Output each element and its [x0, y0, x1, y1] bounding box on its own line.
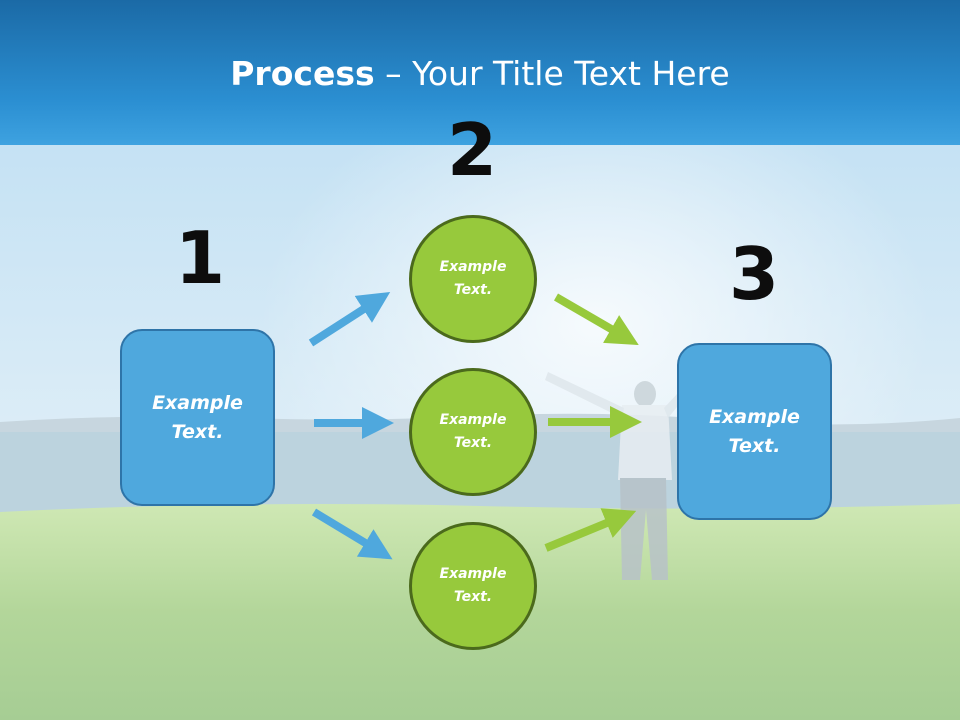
step-2-label-top: Example Text. [439, 259, 507, 298]
figure-silhouette [545, 372, 695, 580]
step-1-label: Example Text. [152, 391, 243, 443]
title-rest: – Your Title Text Here [374, 54, 730, 93]
step-2-circle-middle: Example Text. [409, 368, 537, 496]
title-bar [0, 0, 960, 145]
step-number-3: 3 [728, 232, 780, 316]
arrow-2-bottom-to-3 [544, 508, 637, 552]
step-2-circle-bottom: Example Text. [409, 522, 537, 650]
step-1-box: Example Text. [120, 329, 275, 506]
step-2-circle-top: Example Text. [409, 215, 537, 343]
title-bold: Process [230, 54, 375, 93]
step-2-label-middle: Example Text. [439, 412, 507, 451]
arrow-2-top-to-3 [553, 293, 639, 346]
step-number-1: 1 [174, 216, 226, 300]
step-3-box: Example Text. [677, 343, 832, 520]
step-3-label: Example Text. [709, 405, 800, 457]
arrow-1-to-2-top [308, 292, 391, 347]
arrow-1-to-2-bottom [311, 508, 393, 560]
step-2-label-bottom: Example Text. [439, 566, 507, 605]
slide-title: Process – Your Title Text Here [0, 52, 960, 96]
step-number-2: 2 [446, 108, 498, 192]
